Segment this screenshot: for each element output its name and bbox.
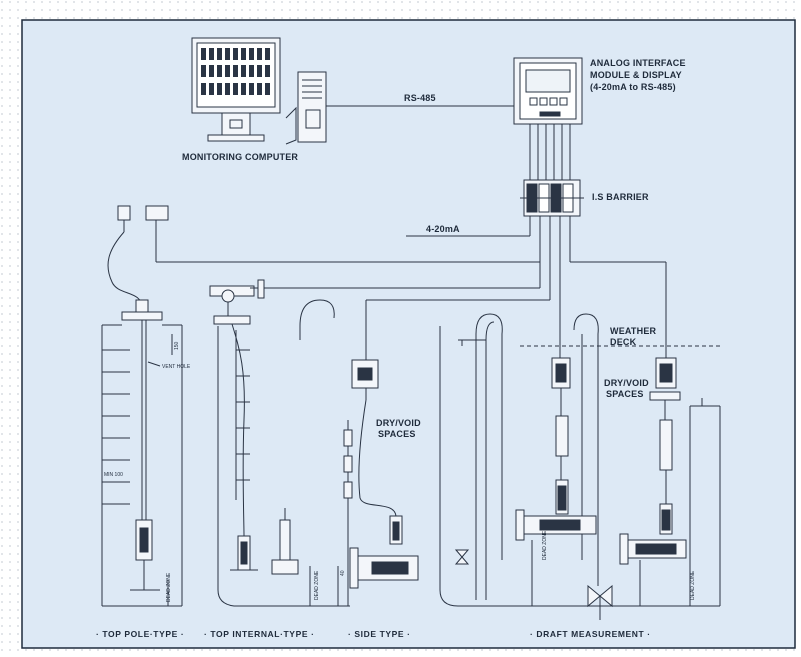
top-pole-type-assembly	[101, 205, 183, 607]
monitoring-computer-icon	[191, 37, 327, 145]
top-internal-type-assembly	[209, 279, 350, 607]
dim-40-label: 40	[340, 570, 346, 576]
vent-hole-label: VENT HOLE	[162, 364, 191, 370]
dead-zone-label-2: DEAD ZONE	[314, 570, 320, 600]
caption-top-pole: · TOP POLE·TYPE ·	[96, 629, 184, 639]
analog-module-label-1: ANALOG INTERFACE	[590, 58, 686, 68]
monitoring-computer-label: MONITORING COMPUTER	[182, 152, 298, 162]
dry-void-label-b-2: SPACES	[606, 389, 644, 399]
is-barrier-label: I.S BARRIER	[592, 192, 649, 202]
ma-signal-label: 4-20mA	[426, 224, 460, 234]
dead-zone-label-3: DEAD ZONE	[542, 530, 548, 560]
weather-deck-label-2: DECK	[610, 337, 637, 347]
analog-module-label-2: MODULE & DISPLAY	[590, 70, 682, 80]
is-barrier-icon	[520, 179, 584, 217]
draft-measurement-assembly	[439, 313, 721, 620]
dry-void-label-a-2: SPACES	[378, 429, 416, 439]
weather-deck-label-1: WEATHER	[610, 326, 657, 336]
side-type-assembly	[337, 359, 419, 606]
dead-zone-label-4: DEAD ZONE	[690, 570, 696, 600]
caption-draft: · DRAFT MEASUREMENT ·	[530, 629, 651, 639]
analog-module-label-3: (4-20mA to RS-485)	[590, 82, 676, 92]
caption-side: · SIDE TYPE ·	[348, 629, 411, 639]
min-100-label: MIN 100	[104, 472, 123, 478]
analog-interface-module-icon	[513, 57, 583, 125]
rs485-label: RS-485	[404, 93, 436, 103]
dry-void-label-a-1: DRY/VOID	[376, 418, 421, 428]
dead-zone-label-1: DEAD ZONE	[166, 572, 172, 602]
dry-void-label-b-1: DRY/VOID	[604, 378, 649, 388]
caption-top-internal: · TOP INTERNAL·TYPE ·	[204, 629, 315, 639]
dim-150-label: 150	[174, 341, 180, 350]
